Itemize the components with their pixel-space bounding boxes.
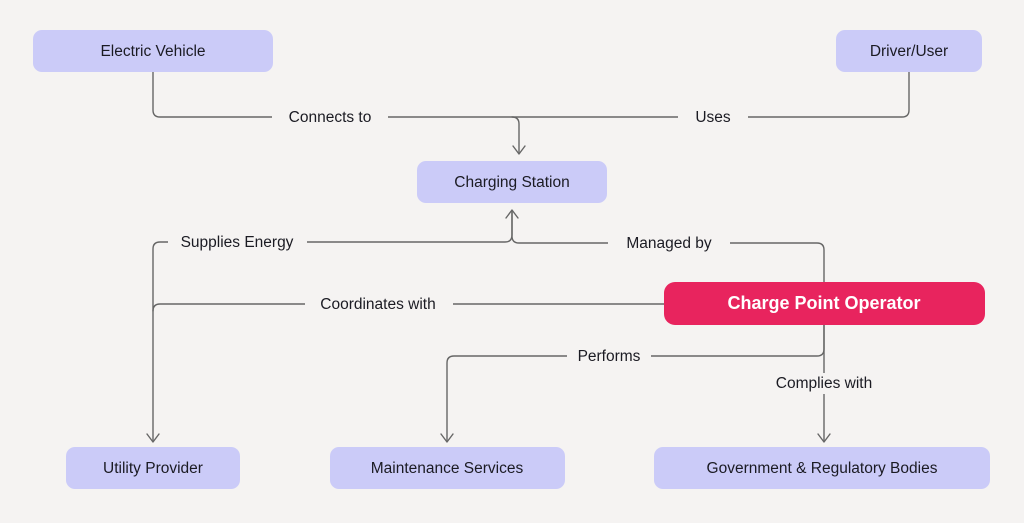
node-maintenance-services[interactable]: Maintenance Services: [330, 447, 565, 489]
edge-label-managed-by: Managed by: [608, 233, 730, 254]
node-utility-provider-label: Utility Provider: [103, 460, 203, 477]
edge-label-uses: Uses: [678, 107, 748, 128]
edge-label-supplies-energy: Supplies Energy: [168, 232, 307, 253]
edge-supplies-energy: [152, 211, 513, 441]
edge-label-coordinates-with: Coordinates with: [305, 294, 453, 315]
node-driver-user-label: Driver/User: [870, 43, 948, 60]
edge-supplies-energy-arrowhead: [146, 433, 160, 443]
edge-label-coordinates-with-text: Coordinates with: [320, 296, 435, 313]
node-driver-user[interactable]: Driver/User: [836, 30, 982, 72]
node-charge-point-operator[interactable]: Charge Point Operator: [664, 282, 985, 325]
edge-label-complies-with-text: Complies with: [776, 375, 872, 392]
edge-coordinates-with: [152, 303, 665, 312]
edge-label-performs: Performs: [567, 346, 651, 367]
node-government-regulatory-bodies-label: Government & Regulatory Bodies: [707, 460, 938, 477]
node-utility-provider[interactable]: Utility Provider: [66, 447, 240, 489]
node-electric-vehicle-label: Electric Vehicle: [100, 43, 205, 60]
node-charge-point-operator-label: Charge Point Operator: [727, 293, 920, 313]
nodes-layer: Electric Vehicle Driver/User Charging St…: [33, 30, 990, 489]
edge-label-managed-by-text: Managed by: [626, 235, 712, 252]
edge-label-supplies-energy-text: Supplies Energy: [181, 234, 294, 251]
node-charging-station[interactable]: Charging Station: [417, 161, 607, 203]
edge-label-connects-to-text: Connects to: [289, 109, 372, 126]
edge-label-performs-text: Performs: [578, 348, 641, 365]
edge-label-connects-to: Connects to: [272, 107, 388, 128]
edge-uses: [511, 71, 910, 118]
edge-labels-layer: Connects to Uses Managed by Supplies Ene…: [168, 107, 887, 394]
node-electric-vehicle[interactable]: Electric Vehicle: [33, 30, 273, 72]
node-maintenance-services-label: Maintenance Services: [371, 460, 524, 477]
edge-label-complies-with: Complies with: [763, 373, 887, 394]
node-government-regulatory-bodies[interactable]: Government & Regulatory Bodies: [654, 447, 990, 489]
node-charging-station-label: Charging Station: [454, 174, 569, 191]
edge-label-uses-text: Uses: [695, 109, 731, 126]
